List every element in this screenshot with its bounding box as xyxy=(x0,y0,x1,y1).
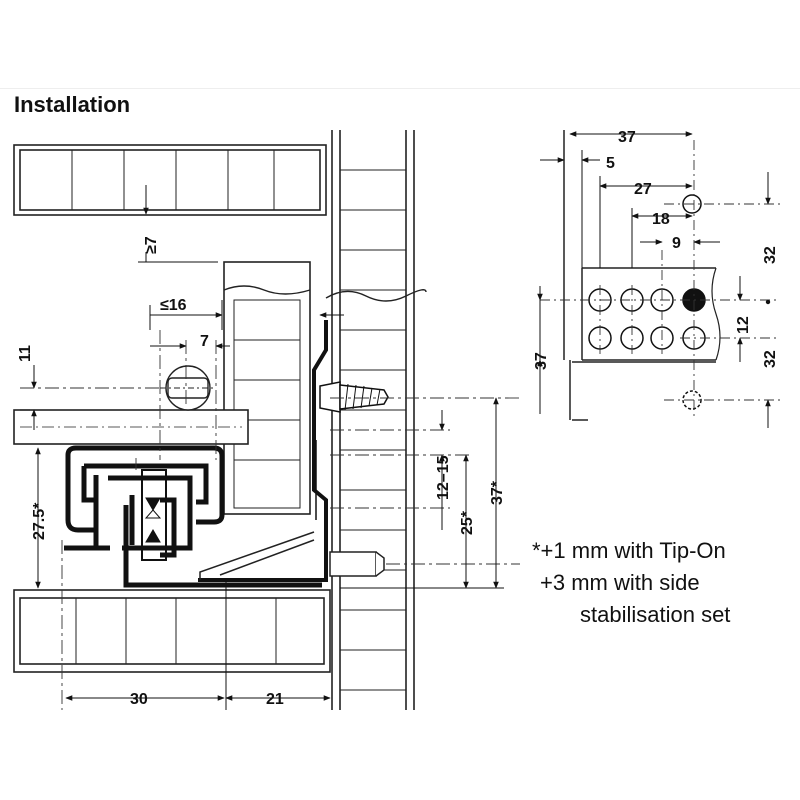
dim-25: 25* xyxy=(459,510,476,535)
dim-12-right: 12 xyxy=(735,316,752,334)
note-side-stabilisation: +3 mm with side xyxy=(540,570,700,595)
dim-ge7: ≥7 xyxy=(143,236,160,254)
runner-bearing-rollers xyxy=(141,469,167,561)
system-holes xyxy=(588,194,706,410)
page-title: Installation xyxy=(14,92,131,117)
dimension-lines xyxy=(20,185,504,710)
upper-drawer-bottom xyxy=(13,144,327,216)
hole-centre-lines xyxy=(540,140,780,420)
cabinet-side-panel xyxy=(325,130,427,710)
dim-37-star: 37* xyxy=(489,480,506,505)
dim-37-top: 37 xyxy=(618,129,636,146)
dim-27: 27 xyxy=(634,181,652,198)
runner-mounting-bracket xyxy=(198,320,328,582)
note-stabilisation-set: stabilisation set xyxy=(580,602,731,627)
dim-7: 7 xyxy=(200,333,209,350)
dim-18: 18 xyxy=(652,211,670,228)
dim-37-left: 37 xyxy=(533,352,550,370)
dim-le16: ≤16 xyxy=(160,297,187,314)
dim-21: 21 xyxy=(266,691,284,708)
dim-27-5: 27.5* xyxy=(31,502,48,540)
note-tip-on: *+1 mm with Tip-On xyxy=(532,538,726,563)
dim-32-top: 32 xyxy=(762,246,779,264)
datum-dot xyxy=(765,299,771,305)
dimension-labels: 37 5 27 18 9 32 12 32 37 ≥7 ≤16 7 11 27.… xyxy=(17,129,779,708)
side-dowel-detail xyxy=(160,365,216,411)
drawer-side-profile xyxy=(223,261,311,515)
drawer-bottom-board xyxy=(13,409,249,445)
runner-brace xyxy=(199,531,315,580)
fixing-screw xyxy=(319,381,389,413)
dim-32-bottom: 32 xyxy=(762,350,779,368)
dim-12-15: 12–15 xyxy=(435,455,452,500)
lower-drawer-bottom xyxy=(13,589,331,673)
dim-30: 30 xyxy=(130,691,148,708)
hole-pattern-panel xyxy=(563,130,721,421)
right-dimension-lines xyxy=(537,131,771,428)
dim-11: 11 xyxy=(17,345,34,362)
runner-profile xyxy=(64,445,322,588)
dim-5: 5 xyxy=(606,155,615,172)
centre-lines xyxy=(20,330,520,710)
locating-dowel xyxy=(329,551,385,577)
dim-9: 9 xyxy=(672,235,681,252)
header-divider xyxy=(0,88,800,89)
